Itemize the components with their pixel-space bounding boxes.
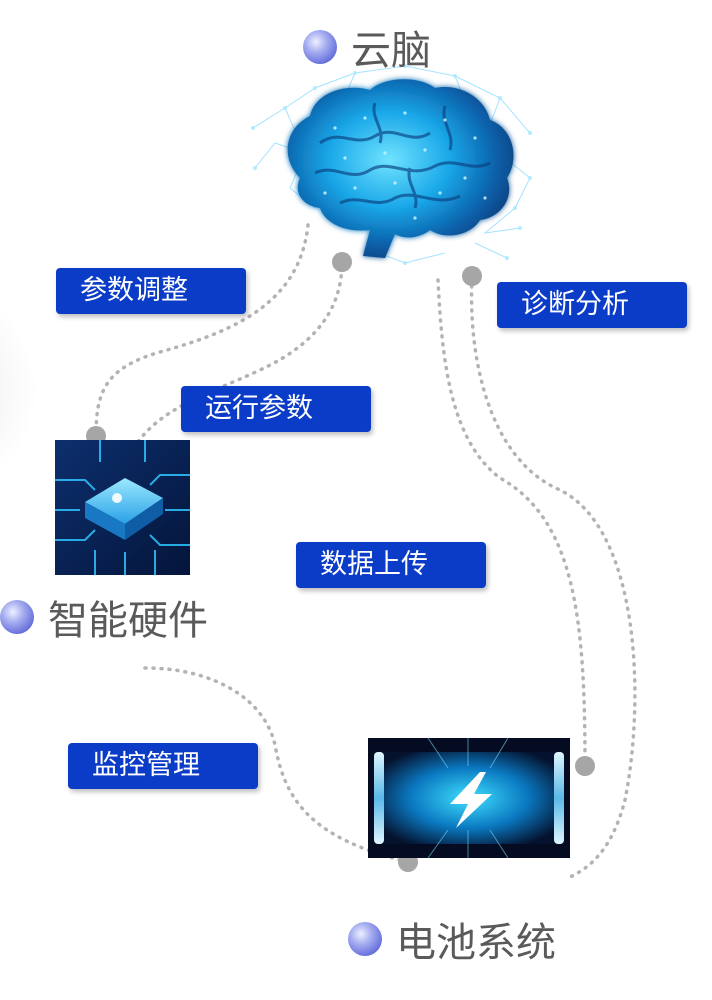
connector-battery-to-brain	[469, 276, 637, 880]
joint-brain-battery	[462, 266, 482, 286]
joint-brain-hardware	[332, 252, 352, 272]
node-label-smart-hardware: 智能硬件	[48, 598, 208, 644]
bullet-icon	[0, 600, 34, 634]
circuit-chip-icon	[55, 440, 190, 575]
label-diagnostic-analysis: 诊断分析	[497, 282, 687, 328]
chip-image	[55, 440, 190, 575]
label-operating-parameters: 运行参数	[181, 386, 371, 432]
brain-icon	[251, 64, 532, 265]
node-smart-hardware: 智能硬件	[0, 588, 208, 646]
node-label-battery-system: 电池系统	[396, 920, 556, 966]
brain-image	[245, 58, 540, 268]
joint-battery-right	[575, 756, 595, 776]
background-shadow	[0, 260, 40, 520]
connector-brain-to-hardware	[94, 223, 310, 438]
label-data-upload: 数据上传	[296, 542, 486, 588]
node-label-cloud-brain: 云脑	[351, 28, 431, 74]
node-battery-system: 电池系统	[348, 910, 556, 968]
node-cloud-brain: 云脑	[303, 18, 431, 76]
bullet-icon	[348, 922, 382, 956]
lightning-battery-icon	[368, 737, 570, 859]
label-monitoring-management: 监控管理	[68, 743, 258, 789]
label-parameter-adjustment: 参数调整	[56, 268, 246, 314]
connector-hardware-to-brain	[124, 260, 344, 464]
battery-image	[368, 737, 570, 859]
connector-brain-to-battery	[436, 278, 587, 767]
bullet-icon	[303, 30, 337, 64]
connector-hardware-to-battery	[143, 666, 410, 864]
